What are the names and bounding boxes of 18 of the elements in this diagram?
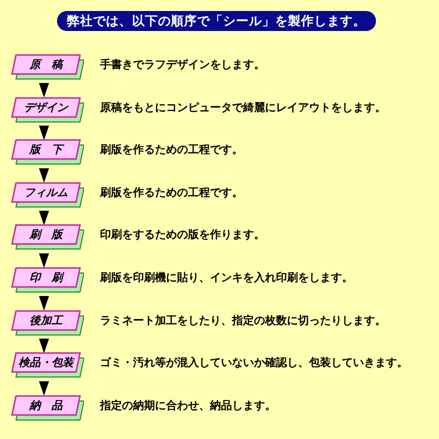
description-text: 原稿をもとにコンピュータで綺麗にレイアウトをします。: [100, 100, 386, 115]
description-text: ゴミ・汚れ等が混入していないか確認し、包装していきます。: [100, 355, 408, 370]
description-text: 指定の納期に合わせ、納品します。: [100, 398, 276, 413]
down-arrow: [39, 168, 49, 183]
down-arrow: [39, 210, 49, 226]
down-arrow: [39, 126, 49, 140]
description-text: 刷版を作るための工程です。: [100, 142, 243, 158]
down-arrow: [39, 253, 49, 268]
description-text: 手書きでラフデザインをします。: [100, 57, 265, 72]
down-arrow: [39, 338, 49, 354]
down-arrow: [39, 381, 49, 396]
description-text: 印刷をするための版を作ります。: [100, 227, 265, 242]
description-text: 刷版を作るための工程です。: [100, 184, 243, 200]
down-arrow: [39, 296, 49, 311]
description-text: 刷版を印刷機に貼り、インキを入れ印刷をします。: [100, 270, 353, 285]
down-arrow: [39, 83, 49, 98]
title-banner: 弊社では、以下の順序で「シール」を製作します。: [57, 11, 376, 31]
description-text: ラミネート加工をしたり、指定の枚数に切ったりします。: [100, 312, 386, 328]
